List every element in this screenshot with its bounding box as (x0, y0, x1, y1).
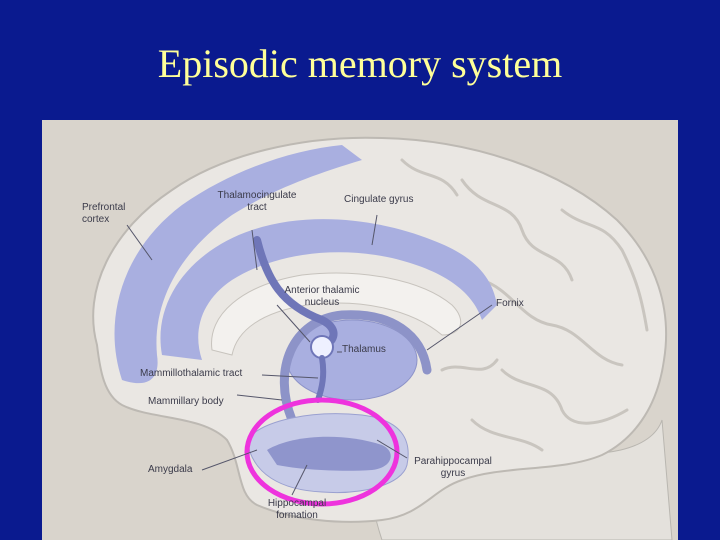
brain-diagram: Prefrontal cortex Thalamocingulate tract… (42, 120, 678, 540)
label-thalamocingulate-tract: Thalamocingulate tract (217, 190, 297, 213)
label-fornix: Fornix (496, 298, 524, 309)
fornix (279, 310, 432, 425)
label-mammillary-body: Mammillary body (148, 396, 224, 407)
label-parahippocampal-gyrus: Parahippocampal gyrus (414, 456, 492, 479)
anterior-thalamic-nucleus (310, 335, 334, 359)
gyri-lines (400, 158, 649, 452)
brain-illustration (92, 136, 673, 540)
leader-lines (126, 214, 493, 496)
hippocampal-formation (267, 436, 391, 471)
label-thalamus: Thalamus (342, 344, 386, 355)
label-amygdala: Amygdala (148, 464, 193, 475)
label-prefrontal-cortex: Prefrontal cortex (82, 202, 126, 225)
label-anterior-thalamic-nucleus: Anterior thalamic nucleus (284, 285, 360, 308)
label-cingulate-gyrus: Cingulate gyrus (344, 194, 414, 205)
mammillothalamic-tract (315, 355, 327, 403)
cingulate-prefrontal-band (114, 145, 362, 384)
corpus-callosum (211, 272, 462, 356)
slide-title: Episodic memory system (157, 41, 563, 86)
cingulate-gyrus-band (160, 219, 497, 360)
label-mammillothalamic-tract: Mammillothalamic tract (140, 368, 243, 379)
label-hippocampal-formation: Hippocampal formation (267, 498, 327, 521)
